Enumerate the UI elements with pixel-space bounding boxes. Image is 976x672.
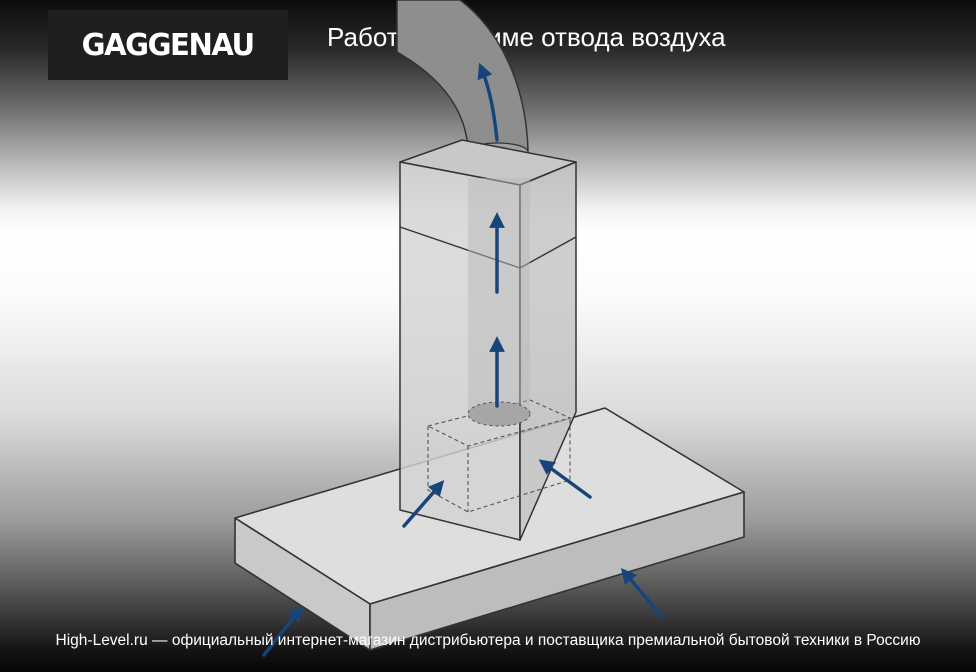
- footer-caption: High-Level.ru — официальный интернет-маг…: [55, 632, 921, 649]
- brand-logo: GAGGENAU: [48, 10, 288, 80]
- page-title: Работа в режиме отвода воздуха: [327, 22, 726, 52]
- arrow-under-right: [620, 567, 664, 619]
- airflow-arrows: [262, 62, 664, 657]
- brand-logo-text: GAGGENAU: [81, 27, 255, 63]
- exhaust-duct: [396, 0, 529, 162]
- arrow-under-left: [262, 605, 303, 657]
- arrow-intake-left: [402, 480, 445, 528]
- arrow-duct-exit: [477, 62, 499, 142]
- fan-outlet: [467, 401, 531, 427]
- canopy-side-face: [369, 491, 745, 651]
- arrow-intake-right: [538, 459, 592, 499]
- duct-pipe: [396, 0, 529, 151]
- internal-air-tube: [468, 178, 530, 414]
